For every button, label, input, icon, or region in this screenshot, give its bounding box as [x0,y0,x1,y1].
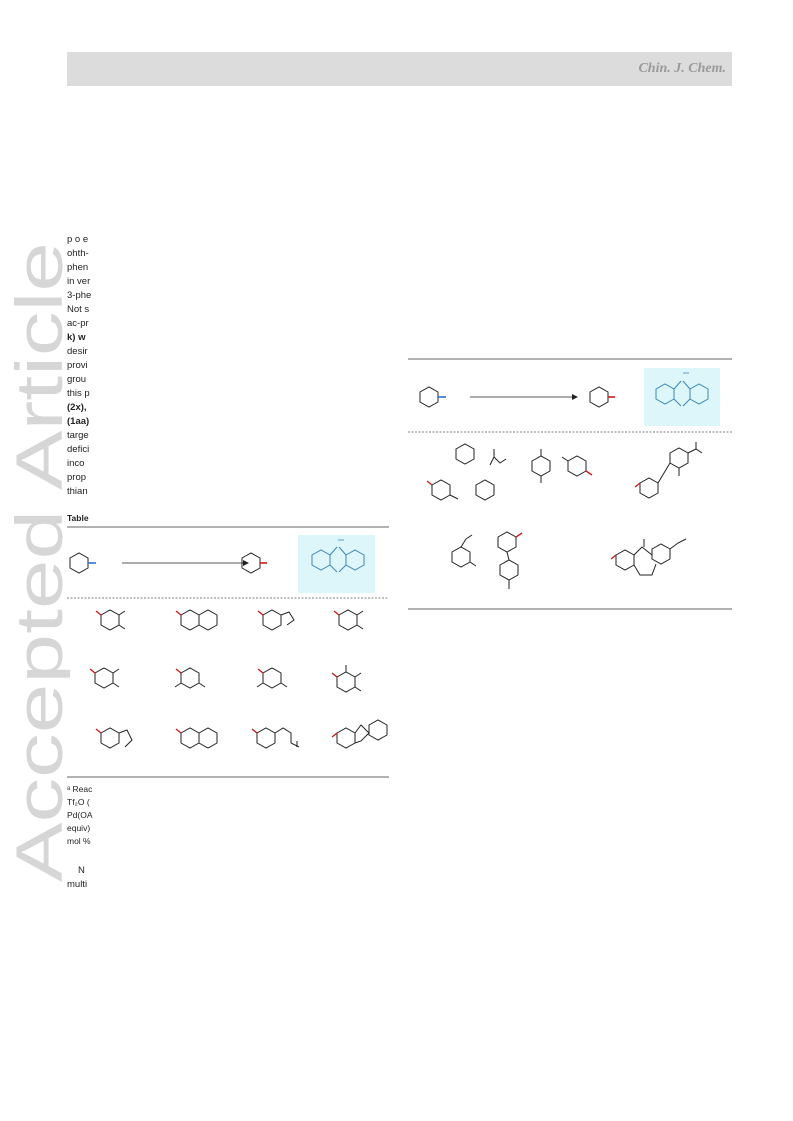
text-line: (2x), [67,402,87,413]
text-line: Not s [67,304,90,315]
journal-header-bar: Chin. J. Chem. [67,52,732,86]
right-scheme [408,358,732,610]
footnote-line: Pd(OA [67,810,93,820]
text-line: p o e [67,234,89,245]
product-structures [431,442,703,589]
starting-arene [69,552,96,574]
text-line: grou [67,374,87,385]
journal-name: Chin. J. Chem. [638,61,726,76]
text-line: k) w [67,332,86,343]
product-arene [589,386,615,408]
left-table-scheme [67,526,389,778]
red-tags [89,610,340,738]
thianthrene-reagent-structure [655,380,709,407]
text-line: ohth- [67,248,89,259]
watermark-text: Accepted Article [6,242,70,882]
text-line: ac-pr [67,318,89,329]
text-line: inco [67,458,85,469]
footnote-line: Tf₂O ( [67,797,90,807]
text-line: phen [67,262,89,273]
text-line: 3-phe [67,290,92,301]
text-line: provi [67,360,88,371]
starting-arene [419,386,446,408]
text-line: thian [67,486,88,497]
reagent-panel [298,535,375,593]
product-arene [241,552,267,574]
text-line: multi [67,879,88,890]
text-line: (1aa) [67,416,90,427]
text-line: in ver [67,276,91,287]
reagent-panel [644,368,720,426]
product-structures [94,609,388,749]
text-line: desir [67,346,88,357]
text-line: defici [67,444,90,455]
footnote-line: equiv) [67,823,91,833]
thianthrene-reagent-structure [311,546,365,573]
red-tags [426,470,641,560]
footnote-line: mol % [67,836,91,846]
footnote-line: ᵃ Reac [67,784,93,794]
text-line: targe [67,430,89,441]
text-line: N [78,865,85,876]
table-label: Table [67,513,89,523]
text-line: prop [67,472,87,483]
accepted-article-watermark: Accepted Article [6,234,70,884]
text-line: this p [67,388,90,399]
